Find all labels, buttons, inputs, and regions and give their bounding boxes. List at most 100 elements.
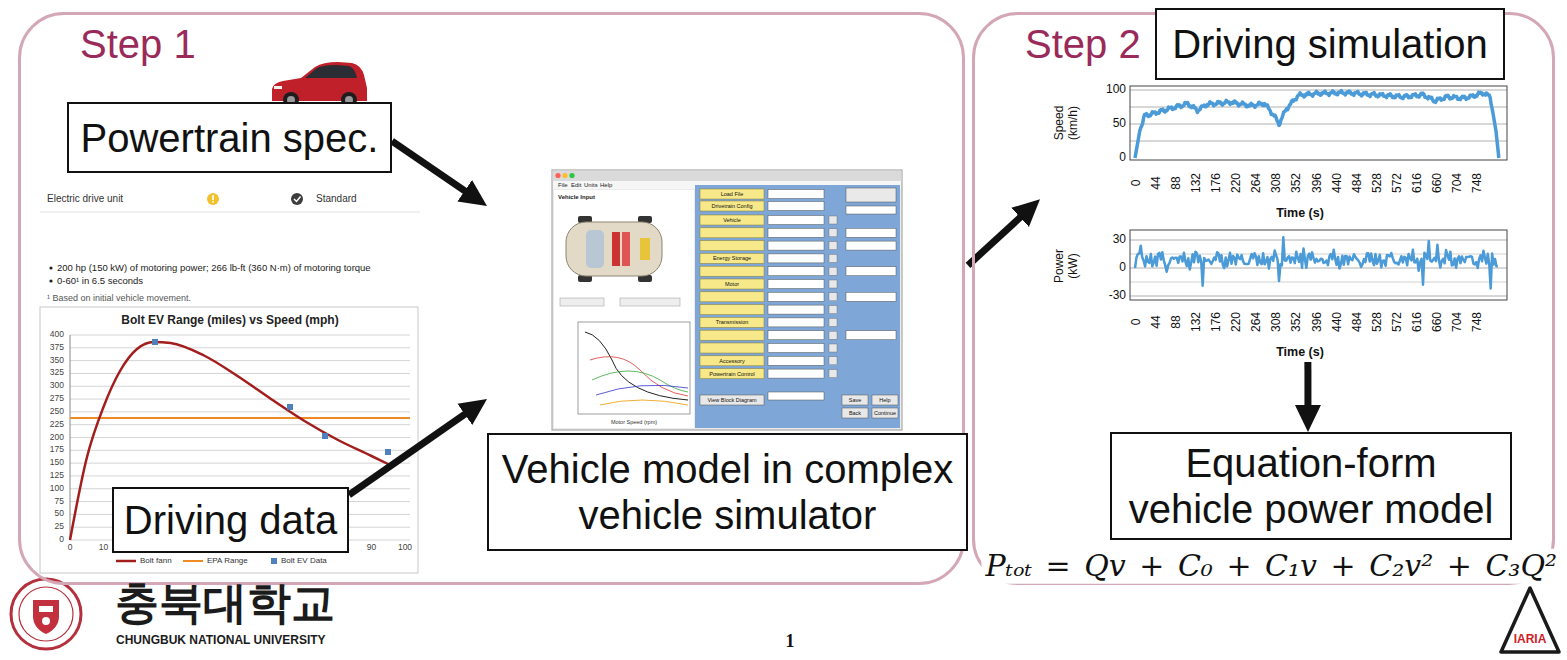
axis-title: Power (kW) [1053,241,1081,291]
small-button [829,331,837,339]
panel-button [872,408,898,418]
speed-chart [1130,86,1507,160]
speed-chart-part [1130,107,1507,108]
power-chart [1130,230,1507,300]
axis-tick: 748 [1471,312,1485,332]
small-button [829,357,837,365]
speed-chart-part [1130,141,1507,142]
label-holder: 50 [55,509,64,519]
speed-chart-part [1130,124,1507,125]
step-heading: Step 1 [80,21,196,67]
grid-line [70,475,410,476]
small-button [829,216,837,224]
label-holder: Power (kW) [1053,241,1081,291]
label-holder: CHUNGBUK NATIONAL UNIVERSITY [116,634,326,648]
legend-entry: EPA Range [207,556,248,565]
step-heading: Step 2 [1025,21,1141,67]
range-chart-part [271,558,277,564]
simulator-controls [700,188,898,418]
axis-tick: 100 [50,484,64,494]
axis-tick: 176 [1210,173,1224,193]
panel-button [768,392,824,400]
university-emblem-part [11,579,81,649]
simulator-screenshot-part [596,385,688,395]
grid-line [70,411,410,412]
label-holder: 616 [1411,312,1425,332]
label-holder: Motor Speed (rpm) [611,419,657,425]
control-button [700,253,764,263]
label-holder: 44 [1150,315,1164,328]
axis-tick: 572 [1391,173,1405,193]
control-button [700,317,764,327]
power-chart-part [1130,296,1507,297]
input-box [846,267,896,276]
axis-tick: 308 [1271,312,1285,332]
axis-tick: 50 [55,509,64,519]
panel-button [700,395,764,405]
label-holder: 132 [1190,173,1204,193]
control-button [700,266,764,276]
button-label: Save [849,397,862,403]
dropdown-box [768,344,824,353]
axis-tick: 660 [1431,173,1445,193]
component-label: Energy Storage [713,255,751,261]
spec-icons-part [291,193,303,205]
university-emblem [11,579,81,649]
label-holder: 10 [99,543,108,553]
university-emblem-part [19,587,73,641]
dropdown-box [768,216,824,225]
dropdown-box [768,369,824,378]
control-button [700,343,764,353]
axis-tick: 44 [1150,176,1164,189]
axis-title: Time (s) [1276,345,1324,359]
label-holder: 528 [1371,312,1385,332]
label-holder: 30 [1113,233,1126,247]
axis-tick: 375 [50,343,64,353]
power-chart-part [1130,282,1507,283]
simulator-screenshot-part [600,400,688,405]
label-holder: 0 [1119,151,1126,165]
label-holder: 616 [1411,173,1425,193]
spec-icons [40,193,420,283]
axis-tick: 660 [1431,312,1445,332]
axis-tick: 176 [1210,312,1224,332]
label-holder: 176 [1210,312,1224,332]
grid-line [70,335,410,336]
axis-tick: 264 [1250,312,1264,332]
label-holder: Accessory [719,358,744,364]
axis-tick: 325 [50,369,64,379]
simulator-screenshot-part [554,190,694,428]
dropdown-box [768,241,824,250]
label-holder: 충북대학교 [115,578,335,629]
flow-arrow [1304,362,1311,406]
simulator-screenshot-part [553,171,902,182]
component-label: Transmission [716,319,749,325]
power-chart-part [1130,240,1507,241]
label-holder: 175 [50,445,64,455]
label-holder: Continue [874,410,896,416]
dropdown-box [768,190,824,199]
spec-text: Standard [316,193,357,205]
component-label: Accessory [719,358,744,364]
box-label: Driving data [124,497,337,543]
axis-tick: 572 [1391,312,1405,332]
component-label: Vehicle [723,217,741,223]
dropdown-box [768,280,824,289]
component-label: Motor [725,281,739,287]
range-chart-part [287,404,293,410]
label-holder: 150 [50,458,64,468]
axis-tick: 484 [1351,312,1365,332]
axis-tick: 44 [1150,315,1164,328]
panel-button [872,395,898,405]
control-button [700,215,764,225]
logo-text: IARIA [1514,633,1547,647]
label-holder: Load File [721,191,744,197]
simulator-screenshot-part [695,185,900,428]
label-holder: 0 [68,543,73,553]
label-holder: 528 [1371,173,1385,193]
label-holder: 275 [50,394,64,404]
axis-tick: 352 [1291,312,1305,332]
axis-tick: 150 [50,458,64,468]
label-holder: 396 [1311,173,1325,193]
label-holder: Edit [571,182,581,189]
